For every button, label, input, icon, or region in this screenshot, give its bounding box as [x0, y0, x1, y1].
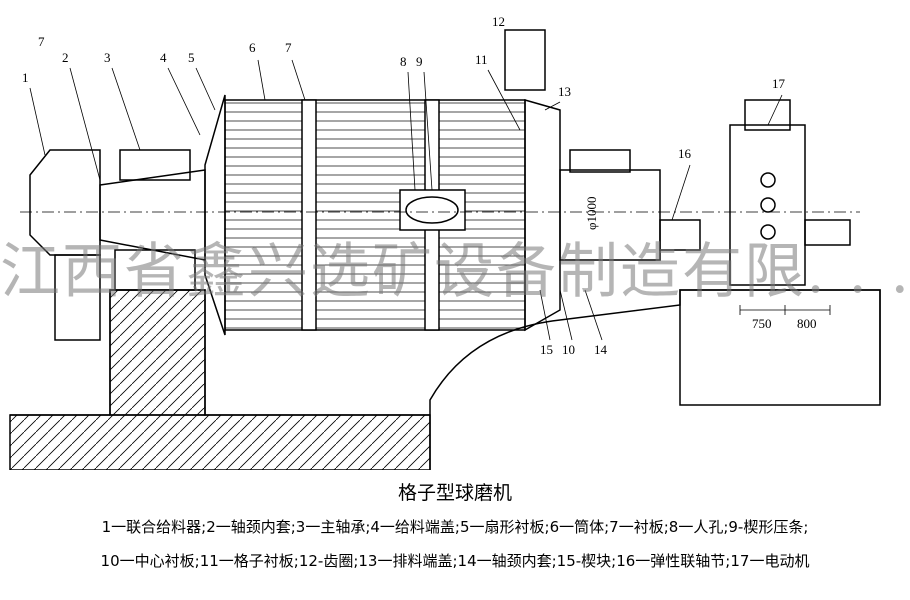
- motor-fan: [744, 99, 791, 131]
- discharge-end-cover: [524, 99, 561, 332]
- manhole: [399, 189, 466, 231]
- callout-15: 15: [540, 342, 553, 357]
- leader-lines: [29, 59, 783, 341]
- callout-14: 14: [594, 342, 608, 357]
- callout-4: 4: [160, 50, 167, 65]
- ball-mill-diagram: 1 7 2 3 4 5 6 7 8 9 11 12 13 16 17 15 10…: [9, 14, 881, 470]
- gear-ring: [504, 29, 546, 91]
- motor-window: [760, 197, 776, 213]
- callout-10: 10: [562, 342, 575, 357]
- diameter-dimension: φ1000: [584, 196, 599, 230]
- manhole-opening: [405, 196, 459, 224]
- bearing-base: [114, 249, 196, 291]
- callout-7: 7: [38, 34, 45, 49]
- callout-7b: 7: [285, 40, 292, 55]
- callout-17: 17: [772, 76, 786, 91]
- dimension-750: 750: [752, 316, 772, 331]
- callout-16: 16: [678, 146, 692, 161]
- watermark: 江西省鑫兴选矿设备制造有限. . .: [0, 237, 910, 307]
- callout-3: 3: [104, 50, 111, 65]
- feeder-chute: [54, 254, 101, 341]
- callout-12: 12: [492, 14, 505, 29]
- motor-window: [760, 172, 776, 188]
- callout-6: 6: [249, 40, 256, 55]
- liner-bar-1: [301, 99, 317, 331]
- floor-slab: [9, 414, 431, 470]
- feed-end-cover: [204, 94, 226, 336]
- foundation-right: [679, 289, 881, 406]
- motor-window: [760, 224, 776, 240]
- motor-shaft: [804, 219, 851, 246]
- callout-8: 8: [400, 54, 407, 69]
- foundation-left: [109, 289, 206, 416]
- pinion-bearing: [569, 149, 631, 173]
- discharge-trunnion: [559, 169, 661, 261]
- mill-shell: [224, 99, 526, 331]
- coupling: [659, 219, 701, 251]
- callout-1: 1: [22, 70, 29, 85]
- callout-2: 2: [62, 50, 69, 65]
- figure-title: 格子型球磨机: [397, 482, 512, 504]
- motor: [729, 124, 806, 286]
- callout-9: 9: [416, 54, 423, 69]
- callout-11: 11: [475, 52, 488, 67]
- caption-line-2: 10一中心衬板;11一格子衬板;12-齿圈;13一排料端盖;14一轴颈内套;15…: [100, 552, 810, 570]
- dimension-lines: [739, 305, 831, 315]
- dimension-800: 800: [797, 316, 817, 331]
- caption-line-1: 1一联合给料器;2一轴颈内套;3一主轴承;4一给料端盖;5一扇形衬板;6一筒体;…: [101, 518, 809, 536]
- callout-5: 5: [188, 50, 195, 65]
- callout-13: 13: [558, 84, 571, 99]
- main-bearing: [119, 149, 191, 181]
